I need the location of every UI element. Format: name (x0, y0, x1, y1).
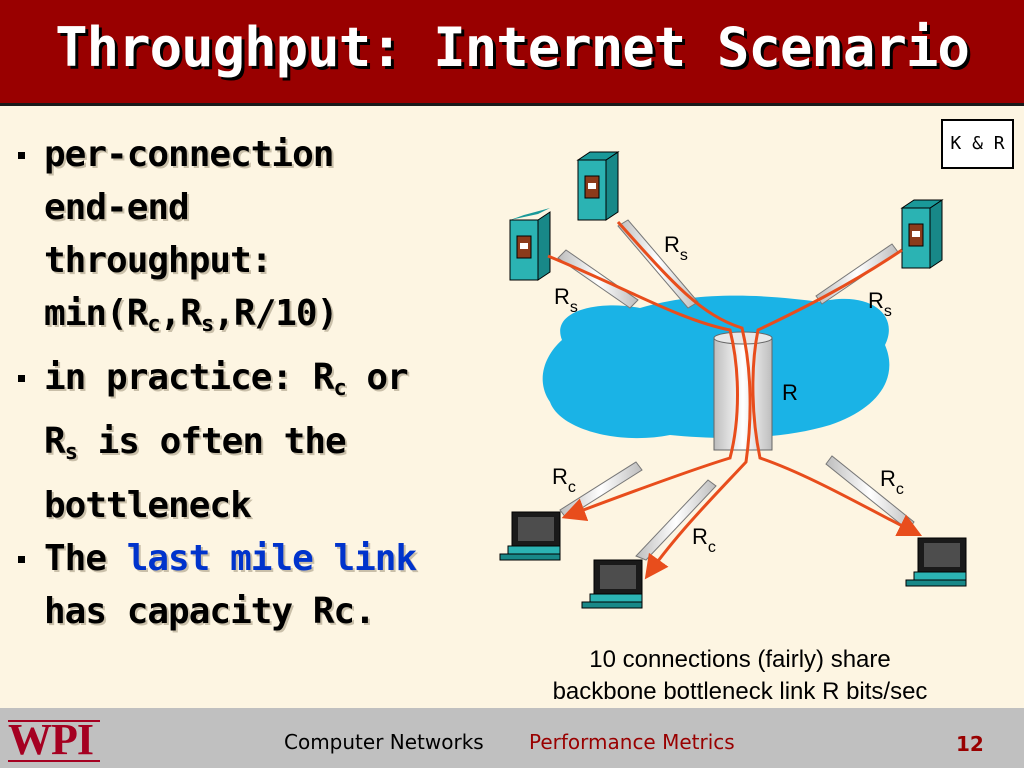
bottleneck-router (713, 337, 773, 451)
computer-middle (581, 559, 643, 609)
bullet-2-line2-prefix: R (44, 421, 66, 462)
bullet-3: The last mile link has capacity Rc. (14, 532, 444, 638)
label-rs-right: Rs (868, 288, 892, 320)
slide-title: Throughput: Internet Scenario (55, 16, 970, 79)
formula-prefix: min(R (44, 293, 148, 334)
bullet-2-suffix: or (345, 357, 408, 398)
highlight-text: last mile link (126, 538, 417, 579)
bullet-2-line3: bottleneck (44, 485, 252, 526)
bullet-1-line-1: per-connection (44, 134, 334, 175)
bullet-1-line-3: throughput: (44, 240, 272, 281)
sub-c: c (333, 376, 346, 401)
sub-c: c (147, 312, 160, 337)
bullet-marker (18, 556, 25, 563)
bullet-2-line2-suffix: is often the (76, 421, 347, 462)
bullet-2-prefix: in practice: R (44, 357, 334, 398)
title-bar: Throughput: Internet Scenario (0, 0, 1024, 106)
bullet-3-line2: has capacity Rc. (44, 591, 376, 632)
server-left (509, 208, 551, 281)
sub-s: s (200, 312, 214, 337)
page-number: 12 (956, 732, 984, 756)
caption-line-1: 10 connections (fairly) share (589, 646, 891, 673)
label-rc-right: Rc (880, 466, 904, 498)
footer-topic: Performance Metrics (529, 730, 735, 754)
label-r: R (782, 380, 798, 405)
link-labels: R Rs Rs Rs Rc Rc Rc (552, 232, 904, 556)
wpi-logo: WPI (8, 715, 94, 764)
traffic-paths (547, 220, 923, 580)
label-rc-left: Rc (552, 464, 576, 496)
label-rc-middle: Rc (692, 524, 716, 556)
bullet-2: in practice: Rc or Rs is often the bottl… (14, 351, 444, 532)
network-diagram: R Rs Rs Rs Rc Rc Rc (499, 151, 967, 609)
computer-right (905, 537, 967, 587)
footer-course: Computer Networks (284, 730, 484, 754)
label-rs-top: Rs (664, 232, 688, 264)
server-right (900, 199, 944, 269)
footer-bar: WPI Computer Networks Performance Metric… (0, 708, 1024, 768)
formula-mid: ,R (159, 293, 202, 334)
formula-suffix: ,R/10) (213, 293, 338, 334)
logo-rule-bottom (8, 760, 100, 762)
bullet-list: per-connection end-end throughput: min(R… (14, 128, 444, 638)
bullet-1-line-2: end-end (44, 187, 190, 228)
sub-s: s (64, 440, 78, 465)
server-top (576, 151, 620, 221)
computer-left (499, 511, 561, 561)
caption-line-2: backbone bottleneck link R bits/sec (552, 678, 928, 705)
label-rs-left: Rs (554, 284, 578, 316)
diagram-caption: 10 connections (fairly) share backbone b… (490, 644, 990, 708)
logo-rule-top (8, 720, 100, 722)
bullet-marker (18, 152, 25, 159)
bullet-3-prefix: The (44, 538, 127, 579)
bullet-1: per-connection end-end throughput: min(R… (14, 128, 444, 351)
bullet-marker (18, 375, 25, 382)
credit-box: K & R (941, 119, 1014, 169)
